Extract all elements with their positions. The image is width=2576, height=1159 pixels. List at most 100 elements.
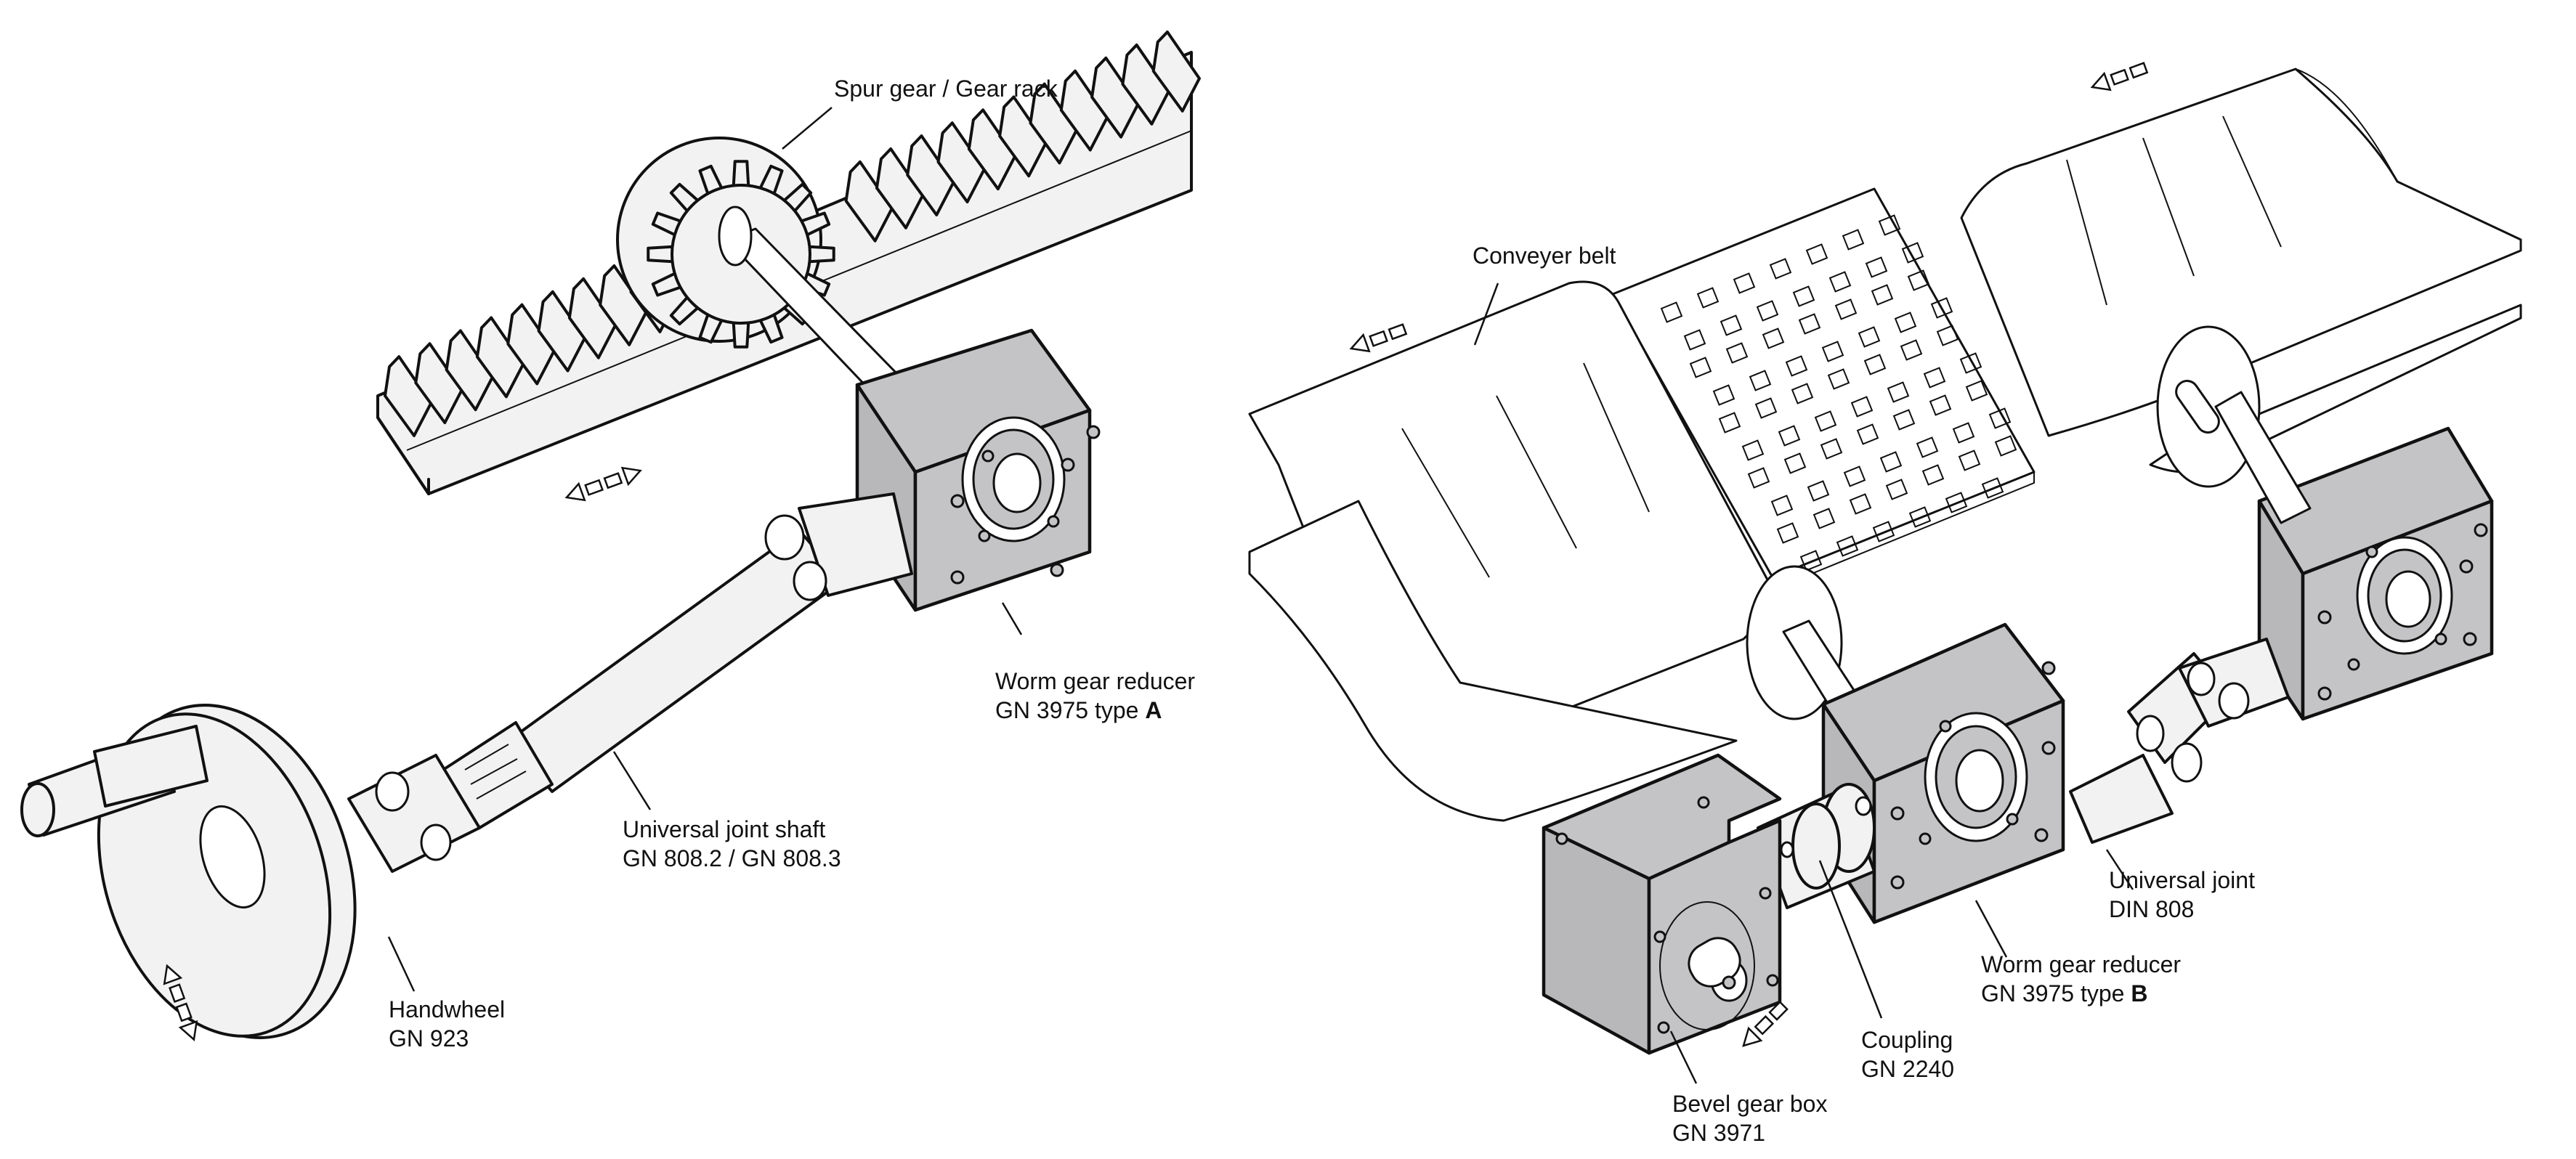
arrow-head (163, 964, 183, 985)
handwheel-rotation-arrow-icon (163, 964, 198, 1041)
label-coupling: Coupling GN 2240 (1861, 1027, 1955, 1082)
plate-hole (1660, 301, 1683, 323)
plate-hole (1820, 438, 1843, 460)
arrow-head (620, 466, 642, 487)
plate-hole (1894, 312, 1917, 333)
plate-hole (1952, 422, 1975, 444)
plate-hole (1812, 508, 1836, 529)
arrow-head (2090, 71, 2112, 92)
label-conveyer-belt: Conveyer belt (1473, 243, 1616, 269)
plate-hole (1712, 384, 1735, 406)
plate-hole (1741, 439, 1765, 461)
plate-hole (1936, 325, 1959, 346)
plate-hole (1828, 271, 1852, 293)
label-worm-gear-reducer-a: Worm gear reducer GN 3975 type A (995, 668, 1196, 723)
arrow-dash (1754, 1014, 1775, 1036)
gear-tooth (808, 245, 835, 264)
arrow-dash (2129, 62, 2149, 79)
arrow-dash (1369, 330, 1388, 347)
plate-hole (1988, 407, 2012, 429)
plate-hole (1892, 409, 1916, 431)
worm-gear-reducer-b-upper (2214, 391, 2494, 721)
label-spur-gear-rack: Spur gear / Gear rack (834, 76, 1058, 102)
plate-hole (1683, 329, 1706, 351)
plate-hole (1749, 370, 1772, 391)
plate-hole (1863, 354, 1887, 375)
plate-hole (1878, 214, 1901, 236)
plate-hole (1930, 297, 1953, 319)
plate-hole (1827, 368, 1850, 390)
arrow-dash (2110, 68, 2129, 86)
plate-hole (1718, 412, 1741, 434)
arrow-head (564, 481, 586, 502)
label-bevel-gear-box: Bevel gear box GN 3971 (1672, 1091, 1828, 1146)
plate-hole (1856, 423, 1879, 445)
universal-joint-din808 (2069, 638, 2290, 844)
arrow-dash (1388, 323, 1408, 341)
plate-hole (1921, 464, 1945, 486)
belt-direction-arrow-top-icon (2090, 62, 2149, 92)
leader-reducer-a (1001, 602, 1023, 635)
leader-uj-shaft (612, 751, 652, 810)
plate-hole (1814, 410, 1837, 432)
rack-tooth (1151, 30, 1201, 113)
coupling (1757, 783, 1876, 909)
plate-hole (1923, 367, 1946, 389)
plate-hole (1791, 383, 1814, 404)
plate-hole (1776, 522, 1799, 544)
plate-hole (1769, 258, 1792, 280)
plate-hole (1849, 493, 1872, 515)
plate-hole (1929, 394, 1952, 416)
gear-tooth (647, 245, 674, 264)
plate-holes (1660, 214, 2017, 572)
plate-hole (1965, 380, 1988, 402)
plate-hole (1994, 435, 2017, 457)
plate-hole (1720, 314, 1743, 336)
plate-hole (1879, 451, 1903, 473)
leader-coupling (1818, 860, 1883, 1019)
plate-hole (1907, 269, 1930, 291)
plate-hole (1756, 300, 1779, 322)
reducer-a-bore (992, 452, 1042, 513)
plate-hole (1783, 452, 1807, 474)
label-worm-gear-reducer-b: Worm gear reducer GN 3975 type B (1981, 951, 2182, 1006)
plate-hole (1799, 550, 1823, 572)
plate-hole (1725, 342, 1749, 364)
plate-hole (1805, 243, 1828, 265)
plate-hole (1792, 285, 1815, 307)
gear-tooth (732, 321, 750, 349)
plate-hole (1858, 326, 1881, 348)
handwheel-hub (199, 805, 266, 909)
leader-reducer-b (1974, 900, 2008, 958)
plate-hole (1842, 229, 1865, 251)
arrow-dash (584, 479, 604, 496)
plate-hole (1959, 352, 1982, 374)
plate-hole (1807, 480, 1830, 502)
plate-hole (1762, 328, 1785, 349)
arrow-dash (1768, 1001, 1789, 1021)
plate-hole (1981, 477, 2004, 499)
label-universal-joint: Universal joint DIN 808 (2109, 867, 2255, 922)
arrow-dash (169, 983, 186, 1003)
plate-hole (1696, 287, 1720, 309)
plate-hole (1850, 396, 1874, 418)
plate-hole (1958, 450, 1981, 471)
plate-hole (1778, 425, 1801, 447)
universal-joint-shaft (347, 492, 913, 873)
leader-conveyer-belt (1473, 282, 1499, 346)
arrow-dash (175, 1002, 193, 1022)
plate-hole (1689, 357, 1712, 378)
belt-direction-arrow-icon (1349, 323, 1408, 353)
leader-spur-gear (782, 107, 833, 150)
plate-hole (1836, 535, 1859, 557)
bevel-gear-box (1542, 753, 1782, 1055)
handwheel (20, 704, 357, 1039)
arrow-dash (603, 472, 623, 489)
plate-hole (1908, 506, 1932, 528)
label-handwheel: Handwheel GN 923 (389, 996, 506, 1052)
plate-hole (1798, 313, 1821, 335)
rack-motion-arrow-icon (564, 466, 642, 502)
plate-hole (1871, 284, 1894, 306)
plate-hole (1785, 355, 1808, 377)
